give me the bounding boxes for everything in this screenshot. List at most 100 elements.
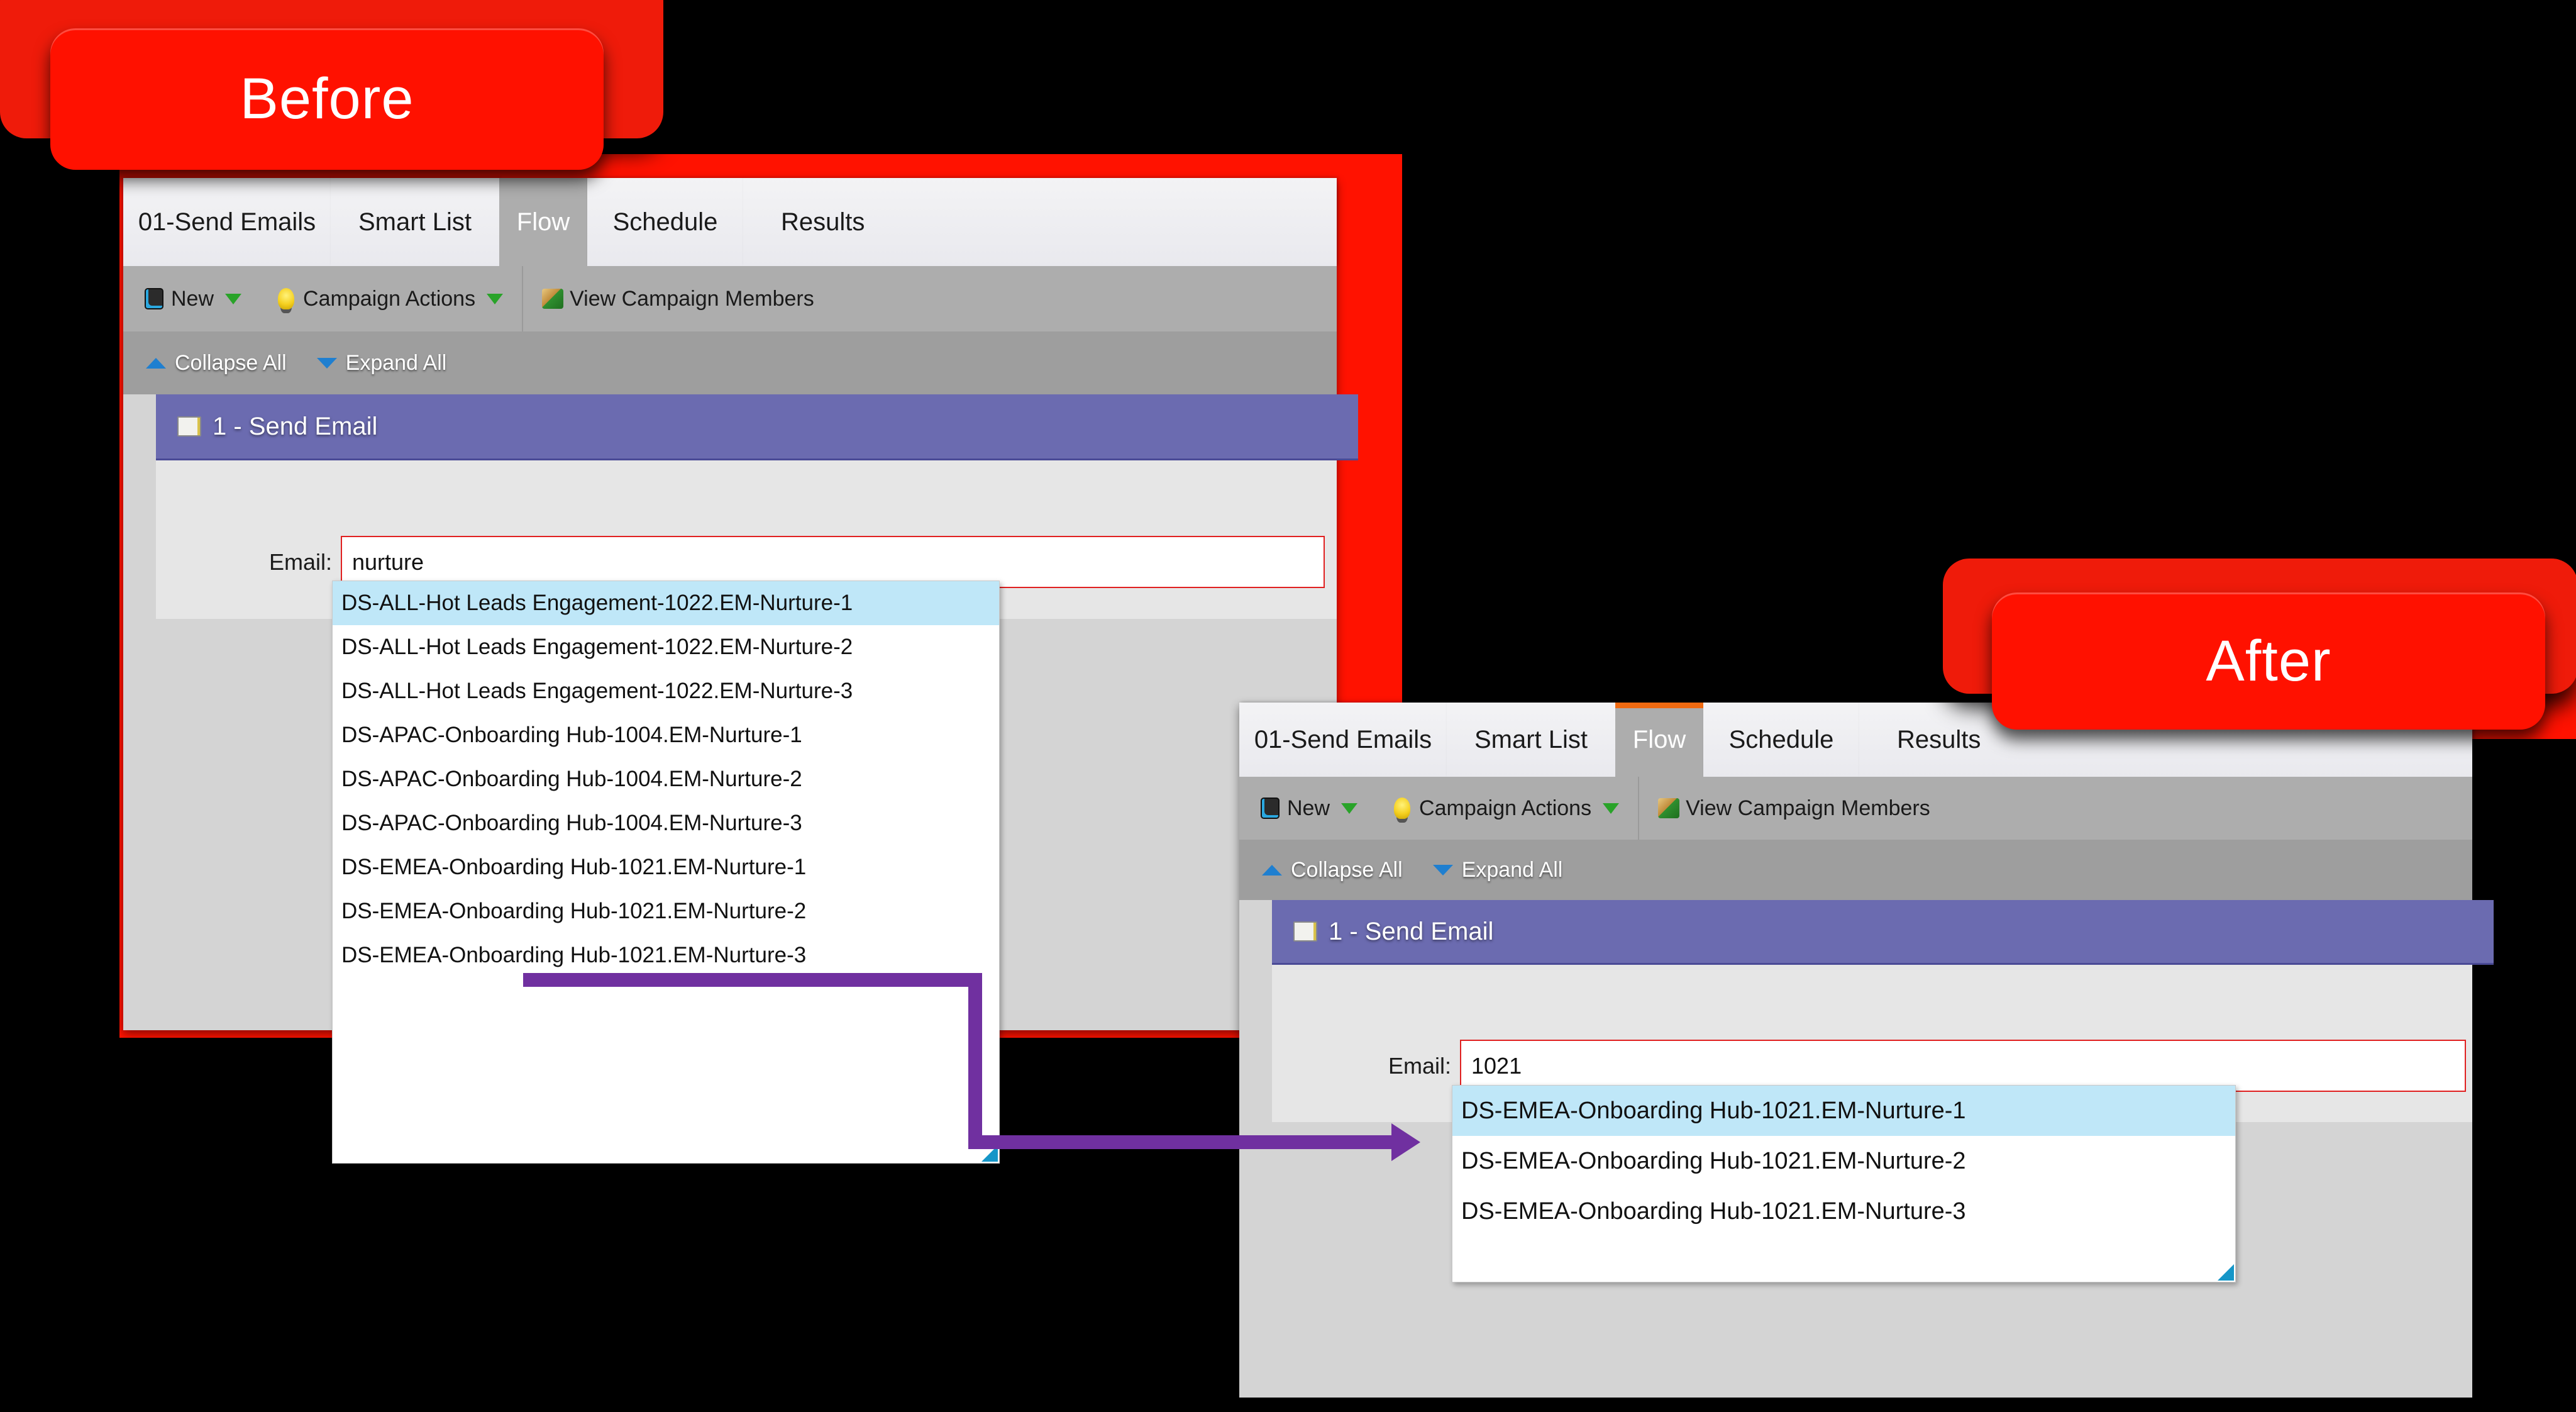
tab-flow[interactable]: Flow [1615,703,1703,777]
tab-01-send-emails[interactable]: 01-Send Emails [1239,703,1447,777]
before-badge-label: Before [240,67,414,131]
connector-segment-vertical [968,973,982,1149]
dropdown-option[interactable]: DS-APAC-Onboarding Hub-1004.EM-Nurture-2 [333,757,999,801]
toolbar-new-label: New [171,286,214,311]
dropdown-option-label: DS-APAC-Onboarding Hub-1004.EM-Nurture-2 [341,767,802,791]
collapse-all-button[interactable]: Collapse All [123,331,302,394]
dropdown-option[interactable]: DS-ALL-Hot Leads Engagement-1022.EM-Nurt… [333,581,999,625]
dropdown-option-label: DS-EMEA-Onboarding Hub-1021.EM-Nurture-3 [1461,1198,1966,1225]
dropdown-option-label: DS-ALL-Hot Leads Engagement-1022.EM-Nurt… [341,679,853,703]
toolbar-new-label: New [1287,796,1330,820]
toolbar-campaign-actions-label: Campaign Actions [1419,796,1592,820]
caret-down-green-icon [225,293,242,304]
triangle-down-blue-icon [316,357,337,369]
collapse-all-label: Collapse All [1291,857,1403,882]
new-folder-icon [146,289,162,308]
toolbar-campaign-actions-button[interactable]: Campaign Actions [1375,777,1638,840]
expand-all-button[interactable]: Expand All [302,331,462,394]
email-card-icon [177,416,201,436]
toolbar-view-members-label: View Campaign Members [570,286,814,311]
dropdown-option[interactable]: DS-ALL-Hot Leads Engagement-1022.EM-Nurt… [333,669,999,713]
toolbar-view-members-label: View Campaign Members [1686,796,1930,820]
triangle-down-blue-icon [1432,864,1453,876]
dropdown-option-label: DS-EMEA-Onboarding Hub-1021.EM-Nurture-2 [341,899,807,923]
people-arrow-icon [1658,798,1680,818]
lightbulb-icon [1394,798,1411,819]
after-toolbar-secondary: Collapse All Expand All [1239,840,2472,900]
tab-01-send-emails[interactable]: 01-Send Emails [123,178,331,266]
before-email-input[interactable]: nurture [341,536,1325,588]
after-toolbar: New Campaign Actions View Campaign Membe… [1239,777,2472,840]
toolbar-divider [522,266,524,331]
before-email-autocomplete-dropdown[interactable]: DS-ALL-Hot Leads Engagement-1022.EM-Nurt… [332,581,1000,1164]
connector-segment-horizontal-bottom [968,1135,1393,1149]
before-email-label: Email: [268,548,332,575]
before-toolbar-secondary: Collapse All Expand All [123,331,1337,394]
expand-all-button[interactable]: Expand All [1418,840,1578,900]
dropdown-option[interactable]: DS-ALL-Hot Leads Engagement-1022.EM-Nurt… [333,625,999,669]
after-email-label: Email: [1388,1052,1451,1079]
tab-label: 01-Send Emails [1254,725,1432,753]
toolbar-view-campaign-members-button[interactable]: View Campaign Members [523,266,833,331]
tab-results[interactable]: Results [743,178,1337,266]
tab-smart-list[interactable]: Smart List [331,178,499,266]
tab-label: Schedule [1728,725,1834,753]
before-email-field-row: Email: nurture [156,535,1337,589]
caret-down-green-icon [487,293,504,304]
caret-down-green-icon [1341,803,1358,814]
new-folder-icon [1262,799,1278,818]
dropdown-resize-handle[interactable] [2218,1264,2234,1281]
tab-schedule[interactable]: Schedule [1703,703,1859,777]
dropdown-option[interactable]: DS-EMEA-Onboarding Hub-1021.EM-Nurture-1 [1452,1086,2235,1136]
collapse-all-button[interactable]: Collapse All [1239,840,1418,900]
toolbar-new-button[interactable]: New [1239,777,1375,840]
after-email-autocomplete-dropdown[interactable]: DS-EMEA-Onboarding Hub-1021.EM-Nurture-1… [1452,1085,2236,1282]
tab-label: Smart List [1474,725,1588,753]
before-badge: Before [0,0,666,195]
tab-label: Results [781,208,865,236]
tab-schedule[interactable]: Schedule [587,178,743,266]
tab-label: Results [1897,725,1981,753]
tab-flow[interactable]: Flow [499,178,587,266]
dropdown-option[interactable]: DS-APAC-Onboarding Hub-1004.EM-Nurture-3 [333,801,999,845]
after-email-input[interactable]: 1021 [1460,1040,2466,1092]
after-badge: After [1911,553,2576,742]
after-step-title: 1 - Send Email [1329,917,1494,945]
tab-active-accent-bar [1615,703,1703,708]
dropdown-option[interactable]: DS-EMEA-Onboarding Hub-1021.EM-Nurture-1 [333,845,999,889]
toolbar-divider [1638,777,1640,840]
tab-label: 01-Send Emails [138,208,316,236]
after-marketo-panel: 01-Send Emails Smart List Flow Schedule … [1239,703,2494,1398]
toolbar-campaign-actions-button[interactable]: Campaign Actions [259,266,522,331]
dropdown-option-label: DS-EMEA-Onboarding Hub-1021.EM-Nurture-3 [341,943,807,967]
triangle-up-blue-icon [146,357,166,369]
toolbar-campaign-actions-label: Campaign Actions [303,286,476,311]
lightbulb-icon [278,288,295,309]
expand-all-label: Expand All [1461,857,1563,882]
dropdown-option[interactable]: DS-EMEA-Onboarding Hub-1021.EM-Nurture-2 [333,889,999,933]
email-card-icon [1293,921,1317,942]
after-step-header[interactable]: 1 - Send Email [1272,900,2494,965]
dropdown-option[interactable]: DS-APAC-Onboarding Hub-1004.EM-Nurture-1 [333,713,999,757]
after-badge-front: After [1992,592,2545,730]
toolbar-new-button[interactable]: New [123,266,259,331]
dropdown-option-label: DS-ALL-Hot Leads Engagement-1022.EM-Nurt… [341,591,853,615]
toolbar-view-campaign-members-button[interactable]: View Campaign Members [1639,777,1949,840]
before-toolbar: New Campaign Actions View Campaign Membe… [123,266,1337,331]
connector-segment-horizontal-top [523,973,982,987]
tab-smart-list[interactable]: Smart List [1447,703,1615,777]
tab-label: Flow [1632,725,1686,753]
after-email-value: 1021 [1471,1052,1522,1079]
connector-arrowhead-icon [1391,1123,1420,1161]
dropdown-option-label: DS-EMEA-Onboarding Hub-1021.EM-Nurture-2 [1461,1147,1966,1174]
dropdown-option-label: DS-APAC-Onboarding Hub-1004.EM-Nurture-3 [341,811,802,835]
tab-label: Smart List [358,208,472,236]
after-badge-label: After [2206,628,2331,693]
before-email-value: nurture [352,548,424,575]
dropdown-option-label: DS-EMEA-Onboarding Hub-1021.EM-Nurture-1 [341,855,807,879]
dropdown-option[interactable]: DS-EMEA-Onboarding Hub-1021.EM-Nurture-2 [1452,1136,2235,1186]
dropdown-option[interactable]: DS-EMEA-Onboarding Hub-1021.EM-Nurture-3 [333,933,999,977]
tab-label: Schedule [612,208,718,236]
dropdown-option[interactable]: DS-EMEA-Onboarding Hub-1021.EM-Nurture-3 [1452,1186,2235,1237]
before-step-header[interactable]: 1 - Send Email [156,394,1358,460]
